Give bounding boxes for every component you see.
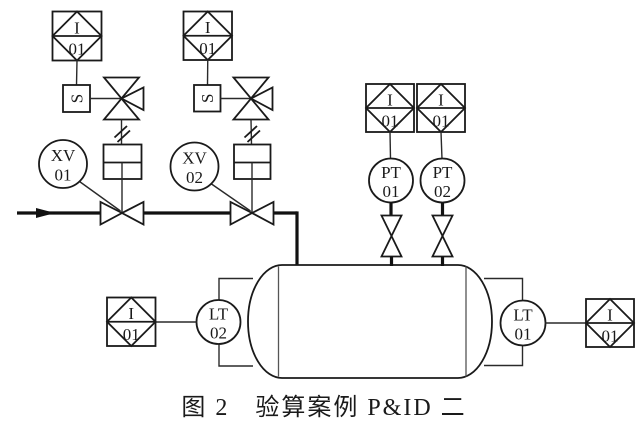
balloon-lt02: LT 02 (195, 299, 242, 345)
signal-break-xv01 (113, 125, 131, 143)
dcs-tag-line1: I (387, 91, 393, 110)
valve-top-triangle (431, 214, 454, 239)
tag-leader-line (211, 183, 251, 212)
balloon-tag-line1: LT (209, 305, 229, 324)
instrument-dcs-pt02: I 01 (415, 82, 467, 134)
three-way-valve-xv02 (231, 76, 274, 121)
balloon-tag-line1: PT (433, 163, 453, 182)
three-way-valve-xv01 (102, 76, 145, 121)
instrument-dcs-pt01: I 01 (364, 82, 416, 134)
dcs-tag-line1: I (74, 19, 80, 38)
block-valve-pt02 (431, 214, 454, 258)
instrument-dcs-xv02: I 01 (182, 10, 234, 62)
dcs-tag-line2: 01 (69, 40, 86, 59)
shutoff-valve-xv02 (229, 200, 275, 227)
solenoid-box-xv02: S (193, 84, 222, 113)
dcs-tag-line2: 01 (123, 325, 140, 344)
break-slash (246, 129, 261, 143)
dcs-tag-line1: I (438, 91, 444, 110)
dcs-tag-line2: 01 (602, 327, 619, 346)
break-slash (113, 125, 128, 139)
dcs-tag-line2: 01 (199, 39, 216, 58)
instrument-dcs-xv01: I 01 (51, 10, 103, 62)
balloon-pt01: PT 01 (368, 157, 414, 204)
balloon-tag-line2: 02 (210, 324, 227, 343)
balloon-lt01: LT 01 (499, 299, 547, 347)
signal-line (75, 60, 78, 86)
figure-caption: 图 2 验算案例 P&ID 二 (181, 394, 466, 421)
instrument-balloon (38, 139, 88, 189)
block-valve-pt01 (380, 214, 403, 258)
solenoid-label: S (68, 94, 87, 103)
balloon-pt02: PT 02 (419, 157, 466, 204)
valve-bottom-triangle (380, 233, 403, 258)
balloon-tag-line2: 01 (55, 166, 72, 185)
dcs-diamond (105, 296, 157, 348)
balloon-tag-line2: 02 (434, 182, 451, 201)
balloon-tag-line2: 01 (383, 182, 400, 201)
instrument-dcs-lt02: I 01 (105, 296, 157, 348)
balloon-tag-line2: 02 (186, 168, 203, 187)
signal-line (440, 131, 443, 160)
dcs-tag-line2: 01 (433, 112, 450, 131)
shutoff-valve-xv01 (99, 200, 145, 227)
instrument-dcs-lt01: I 01 (584, 297, 636, 349)
balloon-xv01: XV 01 (38, 139, 88, 189)
valve-right-triangle (249, 86, 274, 112)
balloon-tag-line1: LT (513, 306, 533, 325)
vessel-shell (247, 264, 493, 379)
vessel-drum (247, 264, 493, 379)
flow-arrow-icon (36, 208, 55, 218)
signal-break-xv02 (243, 125, 261, 143)
solenoid-square (193, 84, 222, 113)
valve-right-triangle (250, 200, 275, 227)
valve-top-triangle (231, 76, 271, 100)
dcs-tag-line1: I (205, 18, 211, 37)
dcs-tag-line1: I (128, 304, 134, 323)
signal-line (389, 131, 392, 159)
valve-bottom-triangle (431, 233, 454, 258)
balloon-tag-line1: XV (182, 149, 207, 168)
solenoid-box-xv01: S (62, 84, 91, 113)
valve-left-triangle (99, 200, 124, 227)
solenoid-label: S (198, 93, 217, 102)
valve-right-triangle (119, 86, 145, 112)
instrument-balloon (169, 141, 220, 192)
pipe-main (17, 208, 299, 266)
valve-right-triangle (120, 200, 145, 227)
dcs-tag-line2: 01 (382, 112, 399, 131)
solenoid-square (62, 84, 91, 113)
balloon-tag-line2: 01 (515, 325, 532, 344)
break-slash (243, 125, 258, 139)
balloon-xv02: XV 02 (169, 141, 220, 192)
dcs-diamond (584, 297, 636, 349)
valve-top-triangle (102, 76, 141, 100)
valve-top-triangle (380, 214, 403, 239)
valve-left-triangle (229, 200, 254, 227)
tag-leader-line (79, 180, 121, 212)
break-slash (116, 129, 131, 143)
dcs-tag-line1: I (607, 306, 613, 325)
balloon-tag-line1: PT (381, 163, 401, 182)
balloon-tag-line1: XV (51, 146, 76, 165)
